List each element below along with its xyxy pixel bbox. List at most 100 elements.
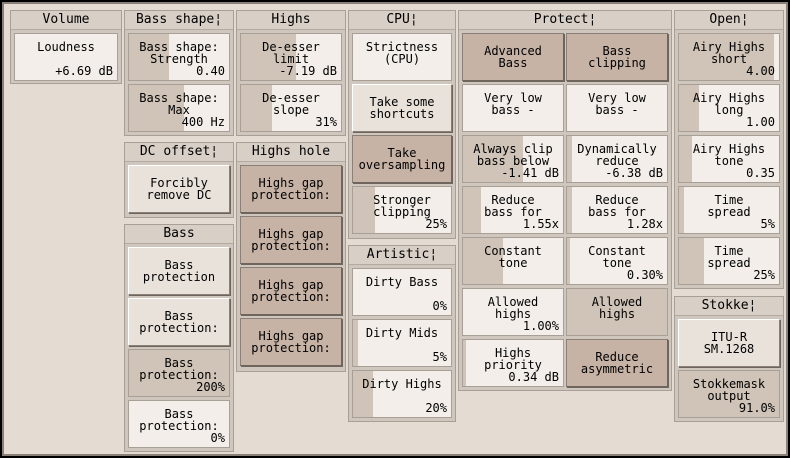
- highs-gap-protection-1-button[interactable]: Highs gap protection:: [240, 165, 342, 213]
- slider-label: Always clip bass below: [473, 142, 553, 168]
- bass-shape-strength-slider[interactable]: Bass shape: Strength 0.40: [128, 33, 230, 81]
- slider-fill: [241, 85, 272, 131]
- airy-highs-short-slider[interactable]: Airy Highs short 4.00: [678, 33, 780, 81]
- panel-title: Highs: [237, 11, 345, 30]
- slider-label: Allowed highs: [591, 295, 643, 321]
- slider-value: 25%: [753, 268, 775, 282]
- constant-tone-left-slider[interactable]: Constant tone: [462, 237, 564, 285]
- very-low-bass-left-control[interactable]: Very low bass -: [462, 84, 564, 132]
- airy-highs-tone-slider[interactable]: Airy Highs tone 0.35: [678, 135, 780, 183]
- panel-title: Protect¦: [459, 11, 671, 30]
- slider-label: Loudness: [37, 40, 95, 54]
- constant-tone-right-slider[interactable]: Constant tone 0.30%: [566, 237, 668, 285]
- highs-gap-protection-2-button[interactable]: Highs gap protection:: [240, 216, 342, 264]
- airy-highs-long-slider[interactable]: Airy Highs long 1.00: [678, 84, 780, 132]
- control-label: Very low bass -: [588, 91, 646, 117]
- slider-label: Bass shape: Strength: [139, 40, 219, 66]
- button-label: Highs gap protection:: [251, 227, 331, 253]
- advanced-bass-button[interactable]: Advanced Bass: [462, 33, 564, 81]
- stronger-clipping-slider[interactable]: Stronger clipping 25%: [352, 186, 452, 234]
- slider-value: 200%: [196, 380, 225, 394]
- strictness-cpu-control[interactable]: Strictness (CPU): [352, 33, 452, 81]
- allowed-highs-right-slider[interactable]: Allowed highs: [566, 288, 668, 336]
- reduce-asymmetric-button[interactable]: Reduce asymmetric: [566, 339, 668, 387]
- button-label: Highs gap protection:: [251, 329, 331, 355]
- slider-fill: [567, 238, 570, 284]
- panel-title: DC offset¦: [125, 143, 233, 162]
- button-label: Forcibly remove DC: [146, 176, 212, 202]
- take-some-shortcuts-button[interactable]: Take some shortcuts: [352, 84, 452, 132]
- panel-open: Open¦ Airy Highs short 4.00 Airy Highs l…: [674, 10, 784, 289]
- slider-label: Airy Highs long: [692, 91, 766, 117]
- panel-bass-shape: Bass shape¦ Bass shape: Strength 0.40 Ba…: [124, 10, 234, 136]
- highs-gap-protection-3-button[interactable]: Highs gap protection:: [240, 267, 342, 315]
- dirty-highs-slider[interactable]: Dirty Highs 20%: [352, 370, 452, 418]
- button-label: Advanced Bass: [484, 44, 542, 70]
- slider-label: Time spread: [707, 244, 751, 270]
- slider-fill: [567, 136, 572, 182]
- highs-gap-protection-4-button[interactable]: Highs gap protection:: [240, 318, 342, 366]
- allowed-highs-left-slider[interactable]: Allowed highs 1.00%: [462, 288, 564, 336]
- slider-fill: [567, 289, 667, 335]
- reduce-bass-for-right-slider[interactable]: Reduce bass for 1.28x: [566, 186, 668, 234]
- very-low-bass-right-control[interactable]: Very low bass -: [566, 84, 668, 132]
- dirty-mids-slider[interactable]: Dirty Mids 5%: [352, 319, 452, 367]
- deesser-limit-slider[interactable]: De-esser limit -7.19 dB: [240, 33, 342, 81]
- slider-label: De-esser slope: [262, 91, 320, 117]
- panel-title: Volume: [11, 11, 121, 30]
- stokkemask-output-slider[interactable]: Stokkemask output 91.0%: [678, 370, 780, 418]
- slider-fill: [679, 238, 704, 284]
- panel-stokke: Stokke¦ ITU-R SM.1268 Stokkemask output …: [674, 296, 784, 422]
- slider-label: Dirty Highs: [362, 377, 442, 391]
- slider-value: 0.35: [746, 166, 775, 180]
- slider-value: -7.19 dB: [279, 64, 337, 78]
- button-label: ITU-R SM.1268: [703, 330, 755, 356]
- bass-protection-4-slider[interactable]: Bass protection: 0%: [128, 400, 230, 448]
- slider-fill: [463, 187, 481, 233]
- slider-label: Constant tone: [588, 244, 646, 270]
- slider-value: 0.30%: [626, 268, 663, 282]
- panel-title: Artistic¦: [349, 246, 455, 265]
- slider-label: Bass protection:: [139, 407, 219, 433]
- panel-cpu: CPU¦ Strictness (CPU) Take some shortcut…: [348, 10, 456, 239]
- bass-shape-max-slider[interactable]: Bass shape: Max 400 Hz: [128, 84, 230, 132]
- slider-fill: [241, 34, 296, 80]
- dirty-bass-slider[interactable]: Dirty Bass 0%: [352, 268, 452, 316]
- button-label: Bass protection: [142, 258, 216, 284]
- slider-label: Airy Highs short: [692, 40, 766, 66]
- itu-r-sm1268-button[interactable]: ITU-R SM.1268: [678, 319, 780, 367]
- slider-value: 0.34 dB: [508, 370, 559, 384]
- button-label: Highs gap protection:: [251, 278, 331, 304]
- slider-fill: [679, 187, 684, 233]
- deesser-slope-slider[interactable]: De-esser slope 31%: [240, 84, 342, 132]
- bass-protection-3-slider[interactable]: Bass protection: 200%: [128, 349, 230, 397]
- slider-label: Bass shape: Max: [139, 91, 219, 117]
- button-label: Bass clipping: [588, 44, 646, 70]
- time-spread-lower-slider[interactable]: Time spread 25%: [678, 237, 780, 285]
- bass-clipping-button[interactable]: Bass clipping: [566, 33, 668, 81]
- reduce-bass-for-left-slider[interactable]: Reduce bass for 1.55x: [462, 186, 564, 234]
- loudness-slider[interactable]: Loudness +6.69 dB: [14, 33, 118, 81]
- slider-value: 1.28x: [626, 217, 663, 231]
- slider-label: Reduce bass for: [588, 193, 646, 219]
- button-label: Bass protection:: [139, 309, 219, 335]
- bass-protection-1-button[interactable]: Bass protection: [128, 247, 230, 295]
- panel-title: Stokke¦: [675, 297, 783, 316]
- time-spread-upper-slider[interactable]: Time spread 5%: [678, 186, 780, 234]
- panel-title: Highs hole: [237, 143, 345, 162]
- forcibly-remove-dc-button[interactable]: Forcibly remove DC: [128, 165, 230, 213]
- panel-title: Bass: [125, 225, 233, 244]
- button-label: Reduce asymmetric: [580, 350, 654, 376]
- button-label: Highs gap protection:: [251, 176, 331, 202]
- dynamically-reduce-slider[interactable]: Dynamically reduce -6.38 dB: [566, 135, 668, 183]
- panel-title: Open¦: [675, 11, 783, 30]
- slider-value: +6.69 dB: [55, 64, 113, 78]
- slider-value: 5%: [760, 217, 775, 231]
- slider-value: 1.00%: [522, 319, 559, 333]
- slider-fill: [353, 187, 375, 233]
- always-clip-bass-below-slider[interactable]: Always clip bass below -1.41 dB: [462, 135, 564, 183]
- highs-priority-slider[interactable]: Highs priority 0.34 dB: [462, 339, 564, 387]
- bass-protection-2-button[interactable]: Bass protection:: [128, 298, 230, 346]
- take-oversampling-button[interactable]: Take oversampling: [352, 135, 452, 183]
